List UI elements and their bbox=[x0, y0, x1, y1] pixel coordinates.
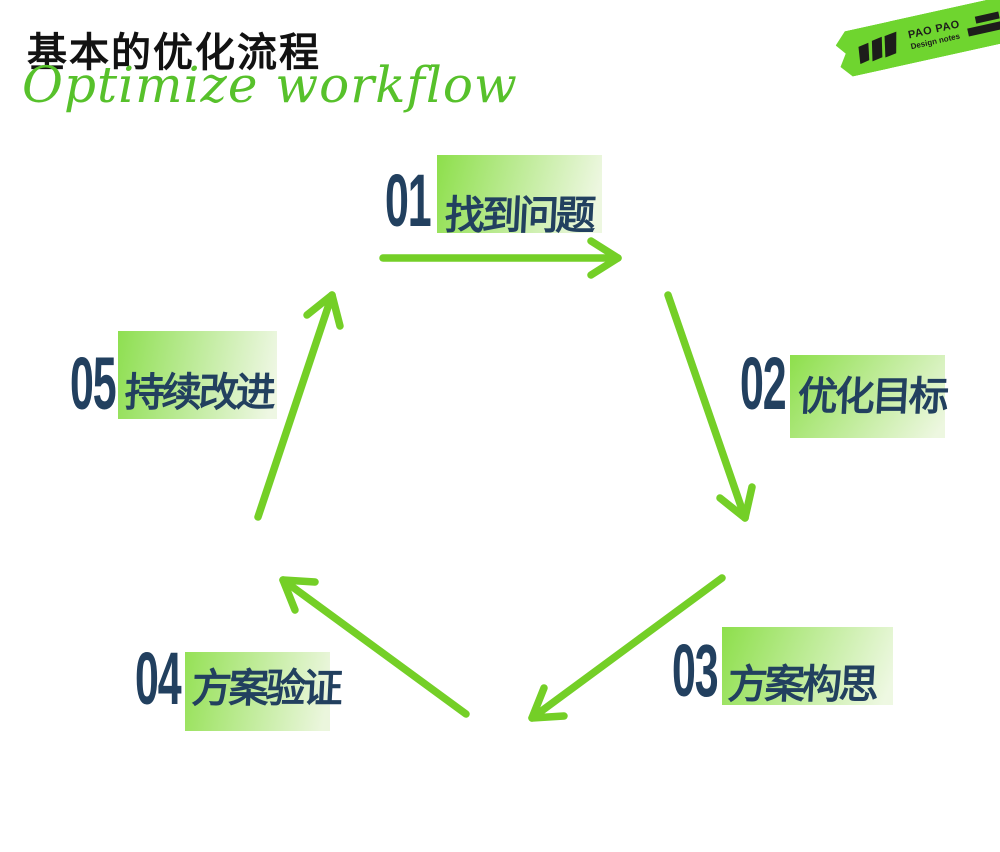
arrow-05-to-01 bbox=[254, 291, 344, 521]
arrow-01-to-02 bbox=[379, 237, 622, 279]
tape-bars-icon bbox=[965, 12, 1000, 37]
brand-tape-badge: PAO PAO Design notes bbox=[833, 0, 1000, 79]
arrow-03-to-04 bbox=[528, 574, 726, 722]
paopao-mark-icon bbox=[855, 28, 906, 65]
page-title: 基本的优化流程 bbox=[27, 31, 321, 75]
page-subtitle: Optimize workflow bbox=[22, 56, 518, 114]
arrow-02-to-03 bbox=[664, 291, 756, 522]
arrow-04-to-05 bbox=[279, 576, 470, 718]
